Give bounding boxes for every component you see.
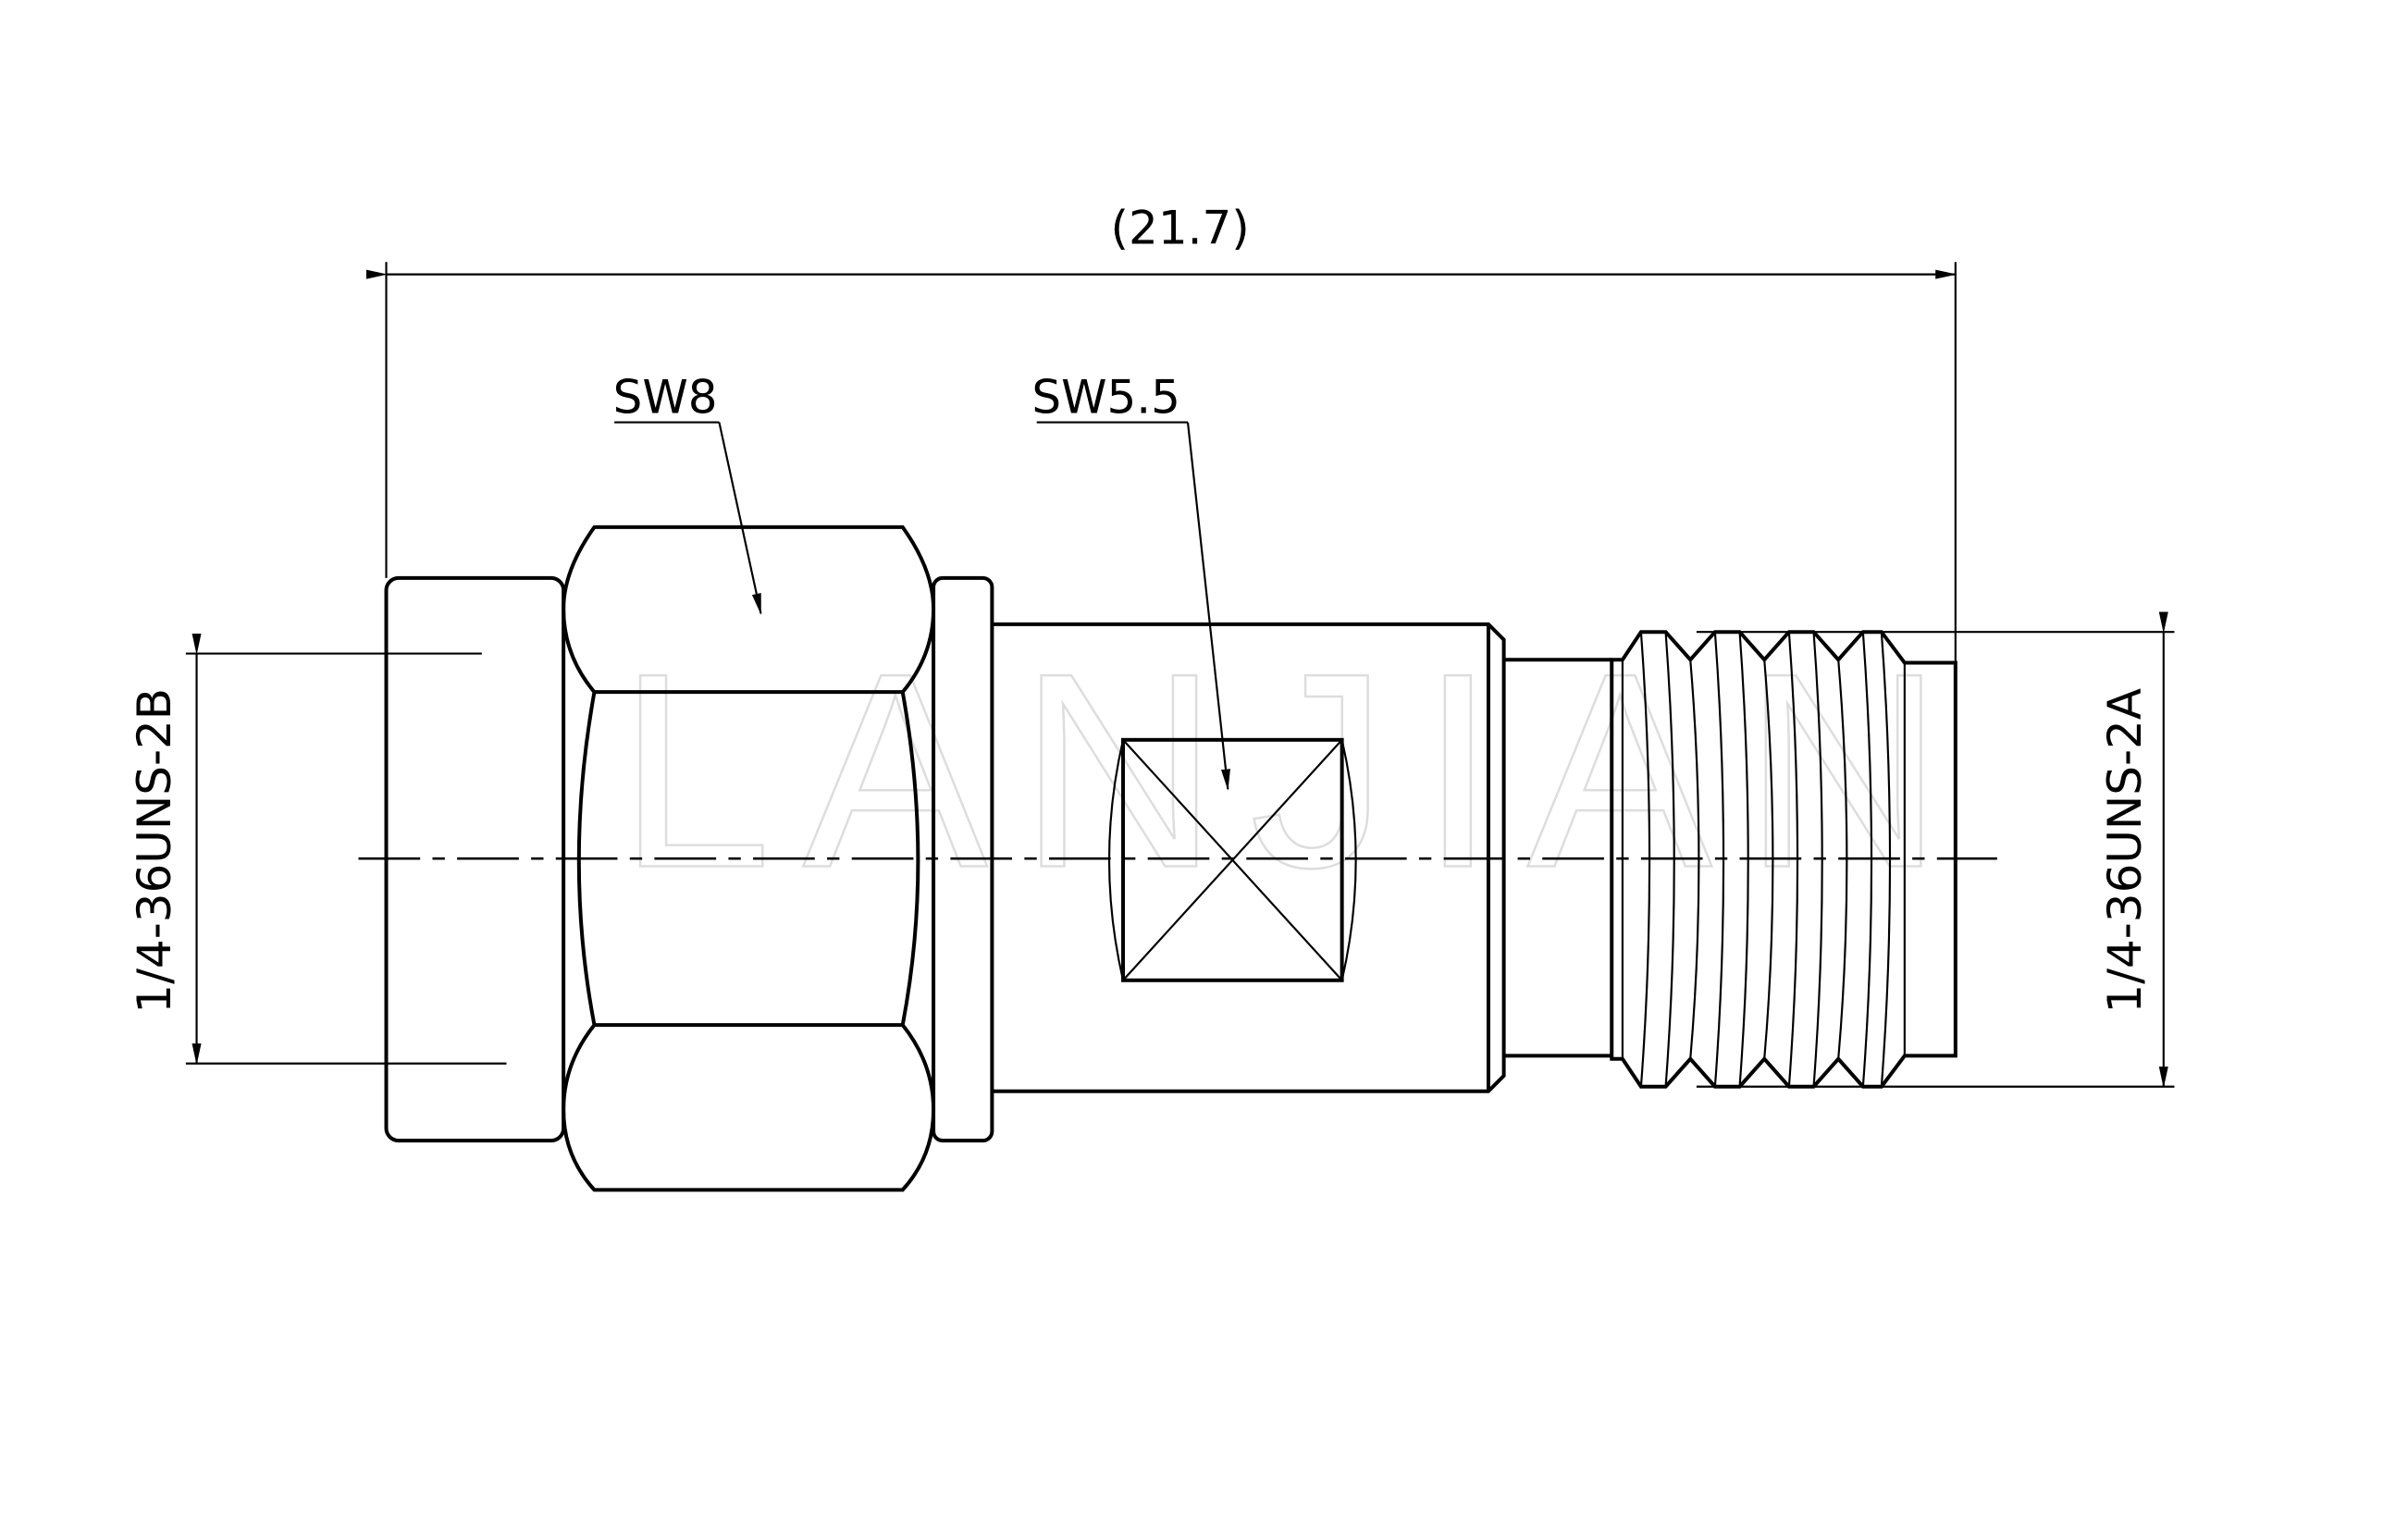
left-thread-label: 1/4-36UNS-2B [128,688,181,1014]
right-thread-label: 1/4-36UNS-2A [2098,688,2152,1014]
neck [1503,658,1612,1058]
overall-length-dimension: (21.7) [365,201,1957,663]
sw8-callout: SW8 [613,371,762,615]
sw8-label: SW8 [613,371,718,425]
left-thread-dimension: 1/4-36UNS-2B [128,633,507,1066]
right-thread-dimension: 1/4-36UNS-2A [1696,611,2175,1089]
overall-length-label: (21.7) [1111,201,1250,254]
hex-body [562,524,936,1192]
sw5-5-callout: SW5.5 [1031,371,1230,791]
sw5-5-label: SW5.5 [1031,371,1180,425]
